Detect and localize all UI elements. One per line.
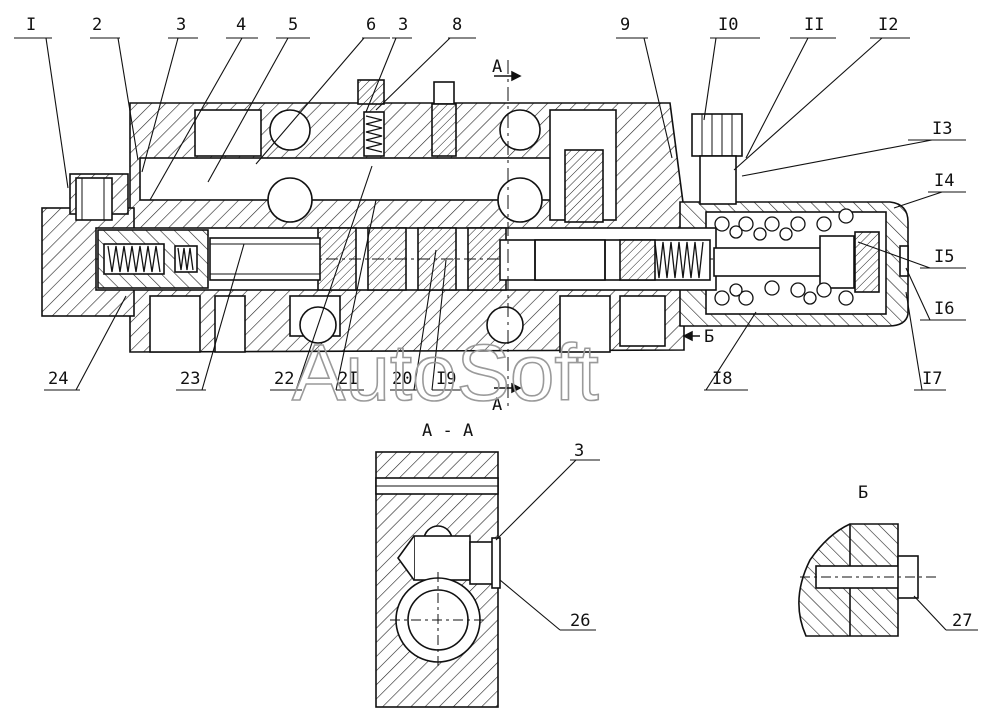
callout-17: I7 bbox=[922, 369, 942, 389]
callout-27: 27 bbox=[952, 611, 972, 631]
callout-12: I2 bbox=[878, 15, 898, 35]
section-aa-view bbox=[375, 451, 501, 708]
callout-22: 22 bbox=[274, 369, 294, 389]
callout-2: 2 bbox=[92, 15, 102, 35]
callout-9: 9 bbox=[620, 15, 630, 35]
main-section-view bbox=[41, 60, 909, 408]
callout-8: 8 bbox=[452, 15, 462, 35]
port-fitting bbox=[691, 113, 743, 157]
callout-5: 5 bbox=[288, 15, 298, 35]
watermark: AutoSoft bbox=[292, 328, 599, 417]
section-arrow-a bbox=[494, 70, 700, 394]
callout-20: 20 bbox=[392, 369, 412, 389]
callout-3c: 3 bbox=[574, 441, 584, 461]
view-b-detail bbox=[798, 523, 940, 637]
section-aa-leaders bbox=[495, 459, 600, 631]
callout-19: I9 bbox=[436, 369, 456, 389]
callout-13: I3 bbox=[932, 119, 952, 139]
view-b-title: Б bbox=[858, 483, 868, 503]
callout-18: I8 bbox=[712, 369, 732, 389]
left-spring bbox=[107, 245, 161, 273]
callout-24: 24 bbox=[48, 369, 68, 389]
arrow-a-bottom-label: А bbox=[492, 395, 502, 415]
right-spring-coils bbox=[714, 208, 854, 306]
callout-15: I5 bbox=[934, 247, 954, 267]
section-aa-title: А - А bbox=[422, 421, 473, 441]
view-b-leader bbox=[913, 595, 978, 631]
callout-3: 3 bbox=[176, 15, 186, 35]
upper-bore bbox=[139, 157, 561, 201]
callout-labels: I 2 3 4 5 6 3 8 9 I0 II I2 I3 I4 I5 I6 I… bbox=[26, 15, 954, 389]
callout-10: I0 bbox=[718, 15, 738, 35]
arrow-b-label: Б bbox=[704, 327, 714, 347]
callout-11: II bbox=[804, 15, 824, 35]
callout-21: 2I bbox=[338, 369, 358, 389]
callout-6: 6 bbox=[366, 15, 376, 35]
callout-4: 4 bbox=[236, 15, 246, 35]
callout-1: I bbox=[26, 15, 36, 35]
middle-spring bbox=[654, 241, 704, 279]
callout-3b: 3 bbox=[398, 15, 408, 35]
callout-23: 23 bbox=[180, 369, 200, 389]
callout-16: I6 bbox=[934, 299, 954, 319]
arrow-a-top-label: А bbox=[492, 57, 502, 77]
callout-26: 26 bbox=[570, 611, 590, 631]
leader-lines bbox=[14, 37, 966, 391]
callout-14: I4 bbox=[934, 171, 954, 191]
